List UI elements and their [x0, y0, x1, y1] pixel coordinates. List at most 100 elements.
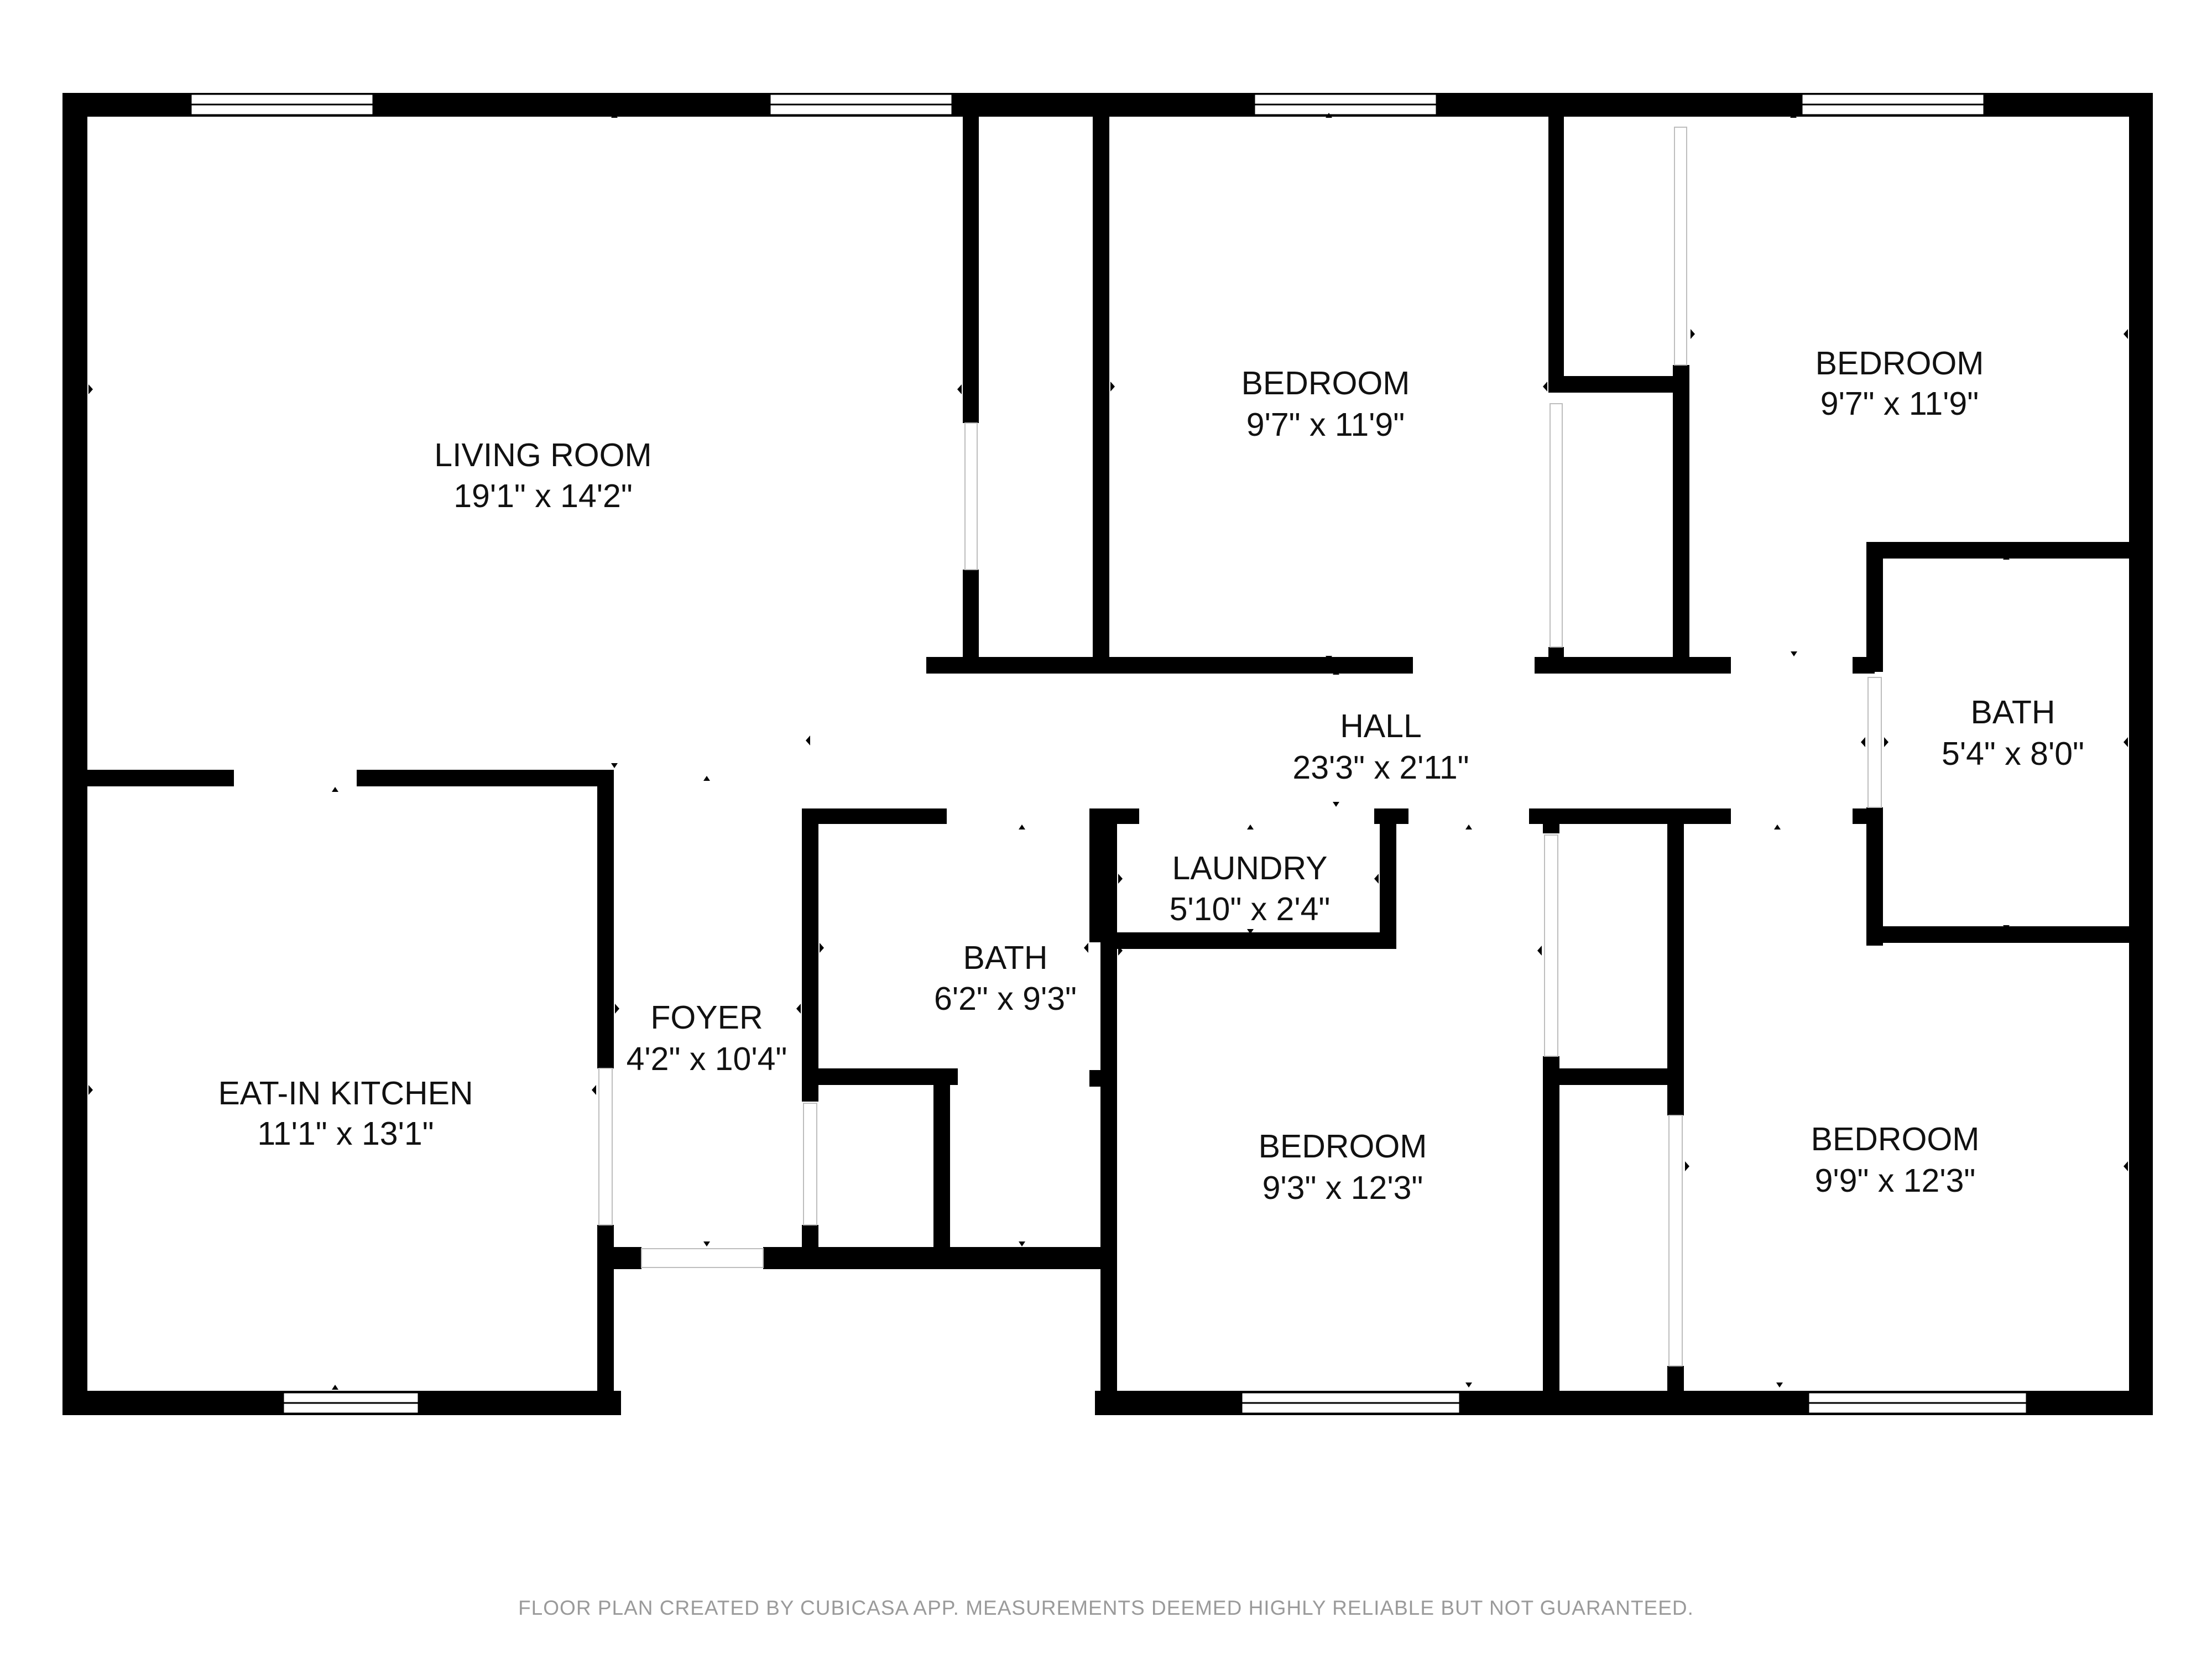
marker: [1543, 382, 1547, 392]
marker: [1118, 874, 1123, 884]
marker: [2124, 329, 2128, 339]
windows: [190, 93, 2028, 1415]
room-dims-bath-2: 6'2" x 9'3": [934, 980, 1077, 1017]
opening-entry: [641, 1248, 764, 1268]
wall-bath1-bottom: [1866, 926, 2143, 943]
marker: [88, 384, 93, 394]
opening-kitchen-foyer: [598, 1068, 613, 1225]
room-name-bedroom-3: BEDROOM: [1259, 1128, 1427, 1165]
opening-bedroom3-closet: [1544, 834, 1558, 1057]
marker: [1774, 825, 1781, 830]
marker: [1333, 802, 1339, 807]
marker: [1791, 651, 1797, 656]
wall-laundry-bottom: [1100, 932, 1396, 949]
marker: [1374, 874, 1379, 884]
room-name-living-room: LIVING ROOM: [434, 437, 651, 473]
marker: [611, 763, 618, 768]
wall-closet4-top: [1543, 1068, 1678, 1085]
marker: [1084, 943, 1088, 953]
marker: [820, 943, 824, 953]
room-name-bath-2: BATH: [963, 940, 1048, 976]
marker: [1861, 737, 1865, 747]
marker: [1247, 929, 1254, 934]
wall-kitchen-top-left: [62, 770, 234, 786]
wall-foyer-bottom-left: [597, 1247, 641, 1269]
room-dims-bedroom-1: 9'7" x 11'9": [1246, 406, 1405, 443]
room-name-bedroom-1: BEDROOM: [1241, 365, 1410, 401]
marker: [806, 735, 810, 745]
opening-bath2-closet: [803, 1103, 817, 1225]
marker: [1465, 825, 1472, 830]
room-dims-hall: 23'3" x 2'11": [1292, 749, 1469, 786]
marker: [1685, 1161, 1689, 1171]
room-dims-bedroom-3: 9'3" x 12'3": [1262, 1170, 1423, 1206]
room-name-laundry: LAUNDRY: [1172, 850, 1328, 886]
wall-bed3-right-lower: [1543, 1056, 1559, 1415]
marker: [796, 1004, 801, 1014]
marker: [1326, 656, 1332, 661]
wall-bath2-top: [802, 808, 947, 824]
room-dims-kitchen: 11'1" x 13'1": [257, 1115, 434, 1152]
marker: [2124, 1161, 2128, 1171]
dimension-markers: [88, 113, 2128, 1390]
marker: [592, 1085, 596, 1095]
marker: [1691, 329, 1695, 339]
wall-bath1-left-lower: [1866, 807, 1883, 946]
wall-closet2-top: [1548, 376, 1684, 393]
opening-living-closet: [964, 422, 978, 570]
marker: [1118, 946, 1123, 956]
wall-hall-top-right: [1535, 657, 1731, 674]
wall-laundry-top-stub: [1374, 808, 1408, 824]
marker: [1333, 670, 1339, 675]
room-dims-laundry: 5'10" x 2'4": [1170, 891, 1331, 927]
marker: [615, 1004, 619, 1014]
window-kitchen: [282, 1391, 420, 1415]
opening-bedroom4-closet: [1668, 1115, 1683, 1366]
window-bedroom-2: [1801, 93, 1985, 116]
wall-right: [2129, 93, 2153, 1415]
wall-hall-bottom-right: [1529, 808, 1731, 824]
marker: [2003, 555, 2010, 560]
window-living-1: [190, 93, 374, 116]
wall-hall-top-left: [926, 657, 1413, 674]
wall-closet4-right-bottom: [1667, 1366, 1684, 1415]
window-bedroom-3: [1240, 1391, 1461, 1415]
marker: [2003, 925, 2010, 930]
room-name-bath-1: BATH: [1971, 694, 2056, 731]
window-living-2: [769, 93, 953, 116]
marker: [1110, 382, 1115, 392]
room-dims-bath-1: 5'4" x 8'0": [1942, 735, 2084, 772]
marker: [1776, 1383, 1783, 1387]
room-name-bedroom-4: BEDROOM: [1811, 1121, 1980, 1157]
wall-left: [62, 93, 87, 1415]
room-dims-bedroom-2: 9'7" x 11'9": [1820, 385, 1979, 422]
wall-laundry-right: [1380, 808, 1396, 948]
room-labels: LIVING ROOM 19'1" x 14'2" BEDROOM 9'7" x…: [218, 345, 2084, 1206]
room-name-hall: HALL: [1340, 708, 1422, 744]
wall-bath2-inner-h: [802, 1068, 958, 1085]
opening-bedroom2-closet: [1674, 127, 1687, 366]
wall-closet-right: [1093, 113, 1109, 664]
marker: [1019, 825, 1025, 830]
walls: [62, 93, 2153, 1415]
room-name-kitchen: EAT-IN KITCHEN: [218, 1075, 473, 1112]
marker: [332, 1385, 338, 1390]
wall-closet2-right: [1673, 365, 1689, 672]
wall-kitchen-right-upper: [597, 770, 614, 1068]
door-openings: [598, 127, 1882, 1366]
marker: [1326, 113, 1332, 118]
wall-bath2-left-upper: [802, 808, 818, 1102]
marker: [1537, 946, 1542, 956]
marker: [88, 1085, 93, 1095]
wall-kitchen-top-right: [357, 770, 614, 786]
wall-hall-bottom-stub: [1853, 808, 1875, 824]
footer-disclaimer: FLOOR PLAN CREATED BY CUBICASA APP. MEAS…: [518, 1597, 1694, 1619]
marker: [2124, 737, 2128, 747]
marker: [611, 113, 618, 118]
marker: [1019, 1241, 1025, 1246]
marker: [332, 787, 338, 792]
wall-bath1-left-upper: [1866, 542, 1883, 672]
wall-laundry-left: [1100, 816, 1117, 1415]
room-name-bedroom-2: BEDROOM: [1815, 345, 1984, 382]
